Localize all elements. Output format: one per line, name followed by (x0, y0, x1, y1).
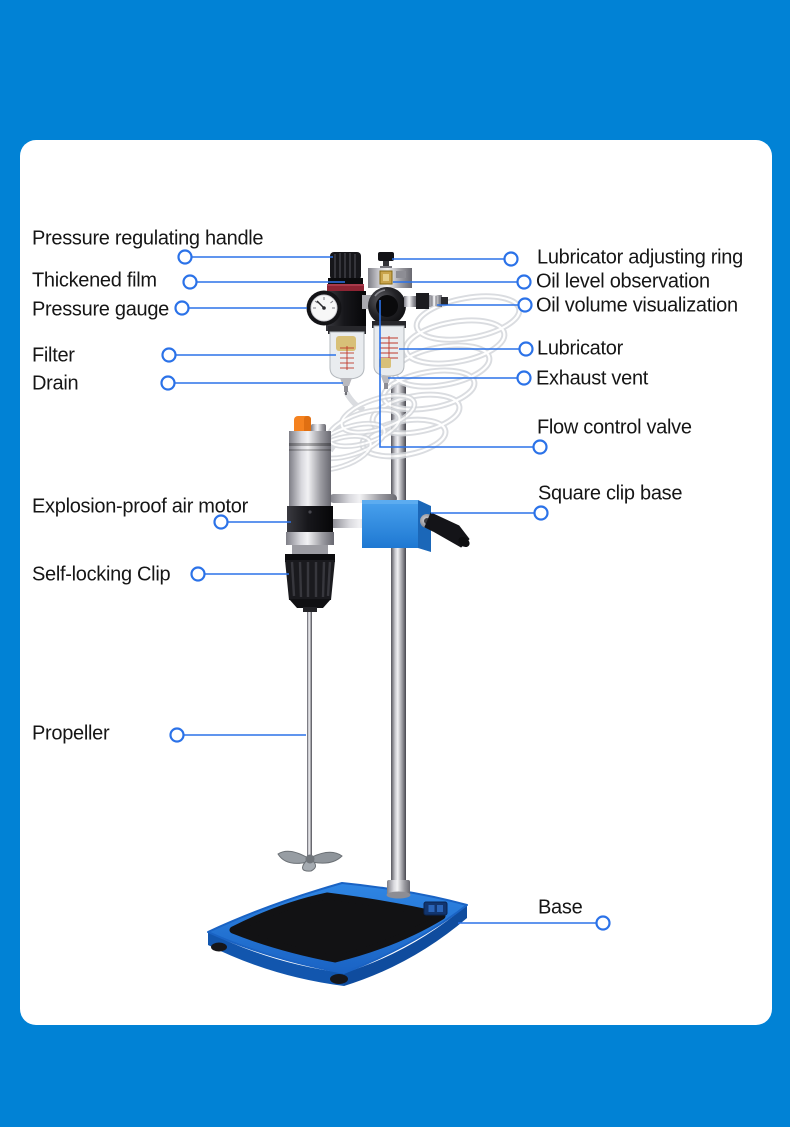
square-clip-base-part (362, 500, 470, 552)
filter-regulator-unit (306, 252, 376, 395)
lubricator-unit (368, 252, 448, 389)
self-locking-clip-part (285, 554, 335, 612)
oil-level-observation-part (379, 270, 393, 285)
label-propeller: Propeller (32, 722, 110, 745)
base-pad (229, 892, 446, 963)
label-oil-level-observation: Oil level observation (536, 270, 710, 293)
label-square-clip-base: Square clip base (538, 482, 683, 505)
explosion-proof-air-motor-part (286, 416, 334, 554)
label-base: Base (538, 896, 583, 919)
annotation-lines (175, 256, 596, 924)
pressure-regulating-handle-part (328, 252, 363, 284)
marker-flow-control-valve (532, 439, 548, 455)
label-flow-control-valve: Flow control valve (537, 416, 692, 439)
marker-self-locking-clip (190, 566, 206, 582)
label-lubricator: Lubricator (537, 337, 623, 360)
drain-part (340, 378, 352, 395)
marker-drain (160, 375, 176, 391)
label-oil-volume-visualization: Oil volume visualization (536, 294, 738, 317)
base (207, 882, 468, 986)
clamp-lever (420, 512, 470, 548)
stand-pole (386, 384, 411, 899)
label-thickened-film: Thickened film (32, 269, 157, 292)
propeller-shaft (307, 612, 312, 858)
marker-pressure-gauge (174, 300, 190, 316)
marker-exhaust-vent (516, 370, 532, 386)
marker-lubricator-adjusting-ring (503, 251, 519, 267)
base-foot (211, 942, 227, 952)
flow-control-valve-part (404, 293, 448, 309)
marker-oil-volume-visualization (517, 297, 533, 313)
marker-thickened-film (182, 274, 198, 290)
thickened-film-part (327, 284, 364, 291)
base-badge (423, 901, 448, 916)
marker-lubricator (518, 341, 534, 357)
lubricator-adjusting-ring-part (378, 252, 394, 270)
lubricator-bowl-part (372, 321, 406, 377)
filter-bowl-part (328, 326, 366, 380)
marker-propeller (169, 727, 185, 743)
propeller-part (277, 850, 343, 872)
marker-circles (160, 249, 611, 931)
marker-square-clip-base (533, 505, 549, 521)
label-drain: Drain (32, 372, 79, 395)
marker-explosion-proof-air-motor (213, 514, 229, 530)
label-pressure-gauge: Pressure gauge (32, 298, 170, 321)
label-filter: Filter (32, 344, 75, 367)
marker-oil-level-observation (516, 274, 532, 290)
marker-pressure-regulating-handle (177, 249, 193, 265)
label-lubricator-adjusting-ring: Lubricator adjusting ring (537, 246, 743, 269)
label-exhaust-vent: Exhaust vent (536, 367, 649, 390)
label-explosion-proof-air-motor: Explosion-proof air motor (32, 495, 248, 518)
pressure-gauge-part (306, 290, 342, 326)
label-self-locking-clip: Self-locking Clip (32, 563, 171, 586)
label-pressure-regulating-handle: Pressure regulating handle (32, 227, 264, 250)
base-foot (330, 974, 348, 984)
marker-base (595, 915, 611, 931)
marker-filter (161, 347, 177, 363)
